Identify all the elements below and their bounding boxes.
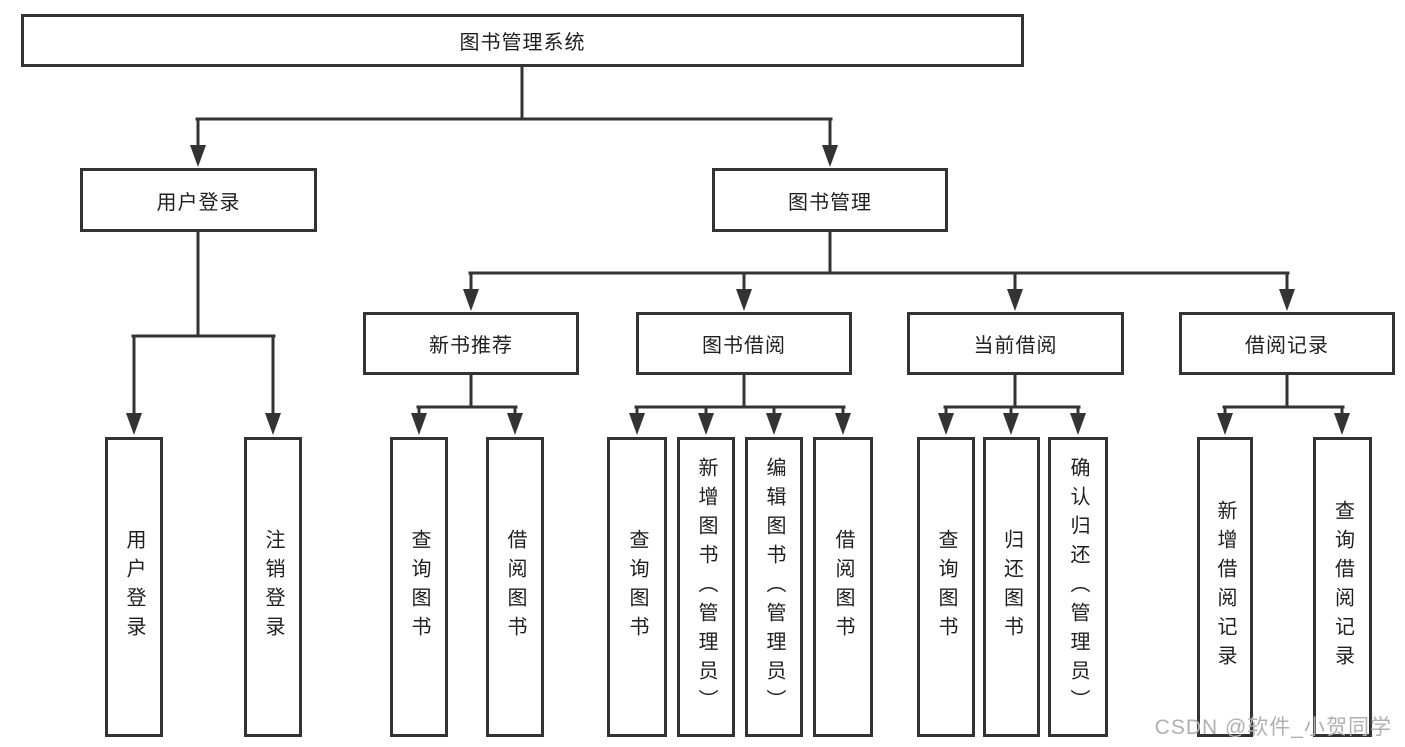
leaf-logout: 注销登录 [244, 437, 302, 737]
node-book-borrow: 图书借阅 [636, 312, 852, 375]
node-root-system-label: 图书管理系统 [459, 32, 586, 54]
leaf-add-borrow-record: 新增借阅记录 [1197, 437, 1253, 737]
leaf-borrow-query-books-label: 查询图书 [626, 529, 648, 645]
node-new-book-recommend: 新书推荐 [363, 312, 579, 375]
leaf-query-borrow-record-label: 查询借阅记录 [1331, 500, 1354, 674]
leaf-recommend-query-books: 查询图书 [390, 437, 448, 737]
leaf-add-borrow-record-label: 新增借阅记录 [1214, 500, 1236, 674]
leaf-add-book-admin-label: 新增图书（管理员） [695, 456, 717, 718]
leaf-user-login-label: 用户登录 [123, 529, 145, 645]
leaf-user-login: 用户登录 [105, 437, 163, 737]
node-borrow-records-label: 借阅记录 [1245, 335, 1329, 357]
leaf-add-book-admin: 新增图书（管理员） [677, 437, 735, 737]
leaf-confirm-return-admin: 确认归还（管理员） [1048, 437, 1108, 737]
leaf-return-books: 归还图书 [983, 437, 1040, 737]
leaf-confirm-return-admin-label: 确认归还（管理员） [1067, 456, 1089, 718]
leaf-edit-book-admin: 编辑图书（管理员） [745, 437, 803, 737]
leaf-borrow-query-books: 查询图书 [607, 437, 667, 737]
leaf-recommend-borrow-books-label: 借阅图书 [504, 529, 526, 645]
arrowheads [126, 145, 1350, 435]
leaf-query-borrow-record: 查询借阅记录 [1313, 437, 1372, 737]
node-book-borrow-label: 图书借阅 [702, 335, 786, 357]
node-root-system: 图书管理系统 [21, 14, 1024, 67]
node-user-login: 用户登录 [80, 168, 317, 232]
node-book-management-label: 图书管理 [788, 191, 872, 214]
leaf-recommend-borrow-books: 借阅图书 [486, 437, 544, 737]
leaf-recommend-query-books-label: 查询图书 [408, 529, 430, 645]
csdn-watermark: CSDN @软件_小贺同学 [1154, 716, 1392, 739]
node-current-borrow-label: 当前借阅 [973, 335, 1058, 357]
leaf-borrow-books: 借阅图书 [813, 437, 873, 737]
node-book-management: 图书管理 [712, 168, 948, 232]
leaf-logout-label: 注销登录 [262, 529, 284, 645]
node-current-borrow: 当前借阅 [907, 312, 1124, 375]
leaf-edit-book-admin-label: 编辑图书（管理员） [763, 456, 785, 718]
node-borrow-records: 借阅记录 [1179, 312, 1395, 375]
leaf-borrow-books-label: 借阅图书 [832, 529, 854, 645]
leaf-current-query-books: 查询图书 [917, 437, 975, 737]
node-user-login-label: 用户登录 [156, 191, 241, 214]
leaf-return-books-label: 归还图书 [1000, 529, 1023, 645]
node-new-book-recommend-label: 新书推荐 [429, 335, 513, 357]
leaf-current-query-books-label: 查询图书 [935, 529, 957, 645]
